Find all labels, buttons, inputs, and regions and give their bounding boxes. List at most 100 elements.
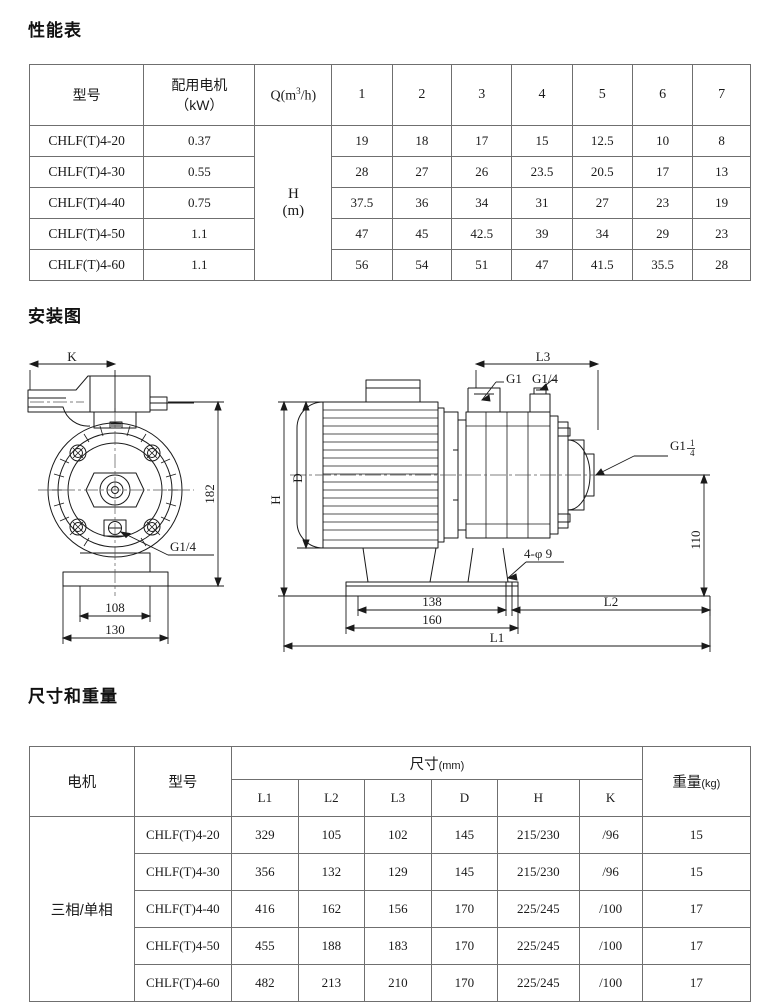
header-model: 型号: [133, 746, 233, 817]
dim-label-182: 182: [202, 484, 217, 504]
cell-head: 34: [571, 218, 633, 250]
cell-k: /100: [578, 890, 643, 928]
cell-h: 225/245: [497, 927, 580, 965]
dim-label-138: 138: [422, 594, 442, 609]
table-row: CHLF(T)4-60 482 213 210 170 225/245 /100…: [30, 964, 752, 1002]
header-motor: 电机: [29, 746, 135, 817]
cell-l2: 132: [297, 853, 366, 891]
page-title-dimensions: 尺寸和重量: [28, 687, 118, 706]
cell-d: 145: [430, 853, 499, 891]
cell-h: 225/245: [497, 890, 580, 928]
table-row: 三相/单相 CHLF(T)4-20 329 105 102 145 215/23…: [29, 816, 752, 1002]
cell-l2: 162: [297, 890, 366, 928]
dim-label-d: D: [290, 473, 305, 482]
dim-label-l3: L3: [536, 350, 550, 364]
header-flow-col-3: 3: [451, 64, 513, 126]
cell-motor-type: 三相/单相: [29, 816, 135, 1002]
cell-l1: 455: [231, 927, 299, 965]
cell-k: /100: [578, 964, 643, 1002]
header-flow-suffix: /h): [300, 88, 317, 104]
cell-head: 42.5: [451, 218, 513, 250]
table-row: CHLF(T)4-40 0.75 37.5 36 34 31 27 23 19: [28, 187, 751, 219]
header-flow-col-2: 2: [391, 64, 453, 126]
cell-head: 17: [631, 156, 694, 188]
header-flow-prefix: Q(m: [270, 88, 297, 104]
g1-fraction-denominator: 4: [690, 448, 695, 458]
cell-power: 1.1: [143, 249, 256, 281]
header-motor-power-line1: 配用电机: [171, 77, 228, 93]
header-l3: L3: [364, 779, 432, 817]
header-weight-unit: (kg): [701, 778, 721, 790]
dim-label-130: 130: [105, 622, 125, 637]
cell-head: 47: [331, 218, 393, 250]
cell-k: /100: [578, 927, 643, 965]
cell-h: 215/230: [497, 816, 580, 854]
header-l2: L2: [297, 779, 366, 817]
cell-h: 225/245: [497, 964, 580, 1002]
cell-head: 23: [631, 187, 694, 219]
header-flow-col-6: 6: [631, 64, 694, 126]
cell-head: 28: [331, 156, 393, 188]
header-h: H: [497, 779, 580, 817]
cell-d: 170: [430, 890, 499, 928]
header-size-label: 尺寸: [409, 756, 439, 773]
cell-head: 56: [331, 249, 393, 281]
table-header-row-2: L1 L2 L3 D H K: [30, 779, 751, 817]
table-row: CHLF(T)4-40 416 162 156 170 225/245 /100…: [30, 890, 752, 928]
cell-l1: 329: [231, 816, 299, 854]
dim-label-mounting-holes: 4-φ 9: [524, 546, 552, 561]
cell-head: 17: [451, 125, 513, 157]
cell-model: CHLF(T)4-40: [133, 890, 233, 928]
cell-l2: 213: [297, 964, 366, 1002]
dim-label-l2: L2: [604, 594, 618, 609]
cell-l2: 105: [297, 816, 366, 854]
cell-head: 20.5: [571, 156, 633, 188]
table-row: CHLF(T)4-30 356 132 129 145 215/230 /96 …: [30, 853, 752, 891]
cell-power: 0.55: [143, 156, 256, 188]
cell-head: 18: [391, 125, 453, 157]
head-unit: (m): [282, 203, 305, 219]
cell-weight: 15: [641, 816, 752, 854]
page-title-performance: 性能表: [28, 21, 82, 40]
header-d: D: [430, 779, 499, 817]
cell-l3: 129: [364, 853, 432, 891]
g1-fraction-numerator: 1: [690, 438, 695, 448]
cell-weight: 17: [641, 964, 752, 1002]
header-model: 型号: [28, 64, 145, 126]
cell-head: 23.5: [511, 156, 573, 188]
header-flow-col-5: 5: [571, 64, 633, 126]
table-row: CHLF(T)4-50 1.1 47 45 42.5 39 34 29 23: [28, 218, 751, 250]
cell-d: 170: [430, 964, 499, 1002]
cell-l3: 183: [364, 927, 432, 965]
cell-head: 39: [511, 218, 573, 250]
cell-head: 8: [692, 125, 751, 157]
cell-model: CHLF(T)4-40: [28, 187, 145, 219]
cell-model: CHLF(T)4-50: [133, 927, 233, 965]
table-header-row-1: 电机 型号 尺寸(mm) 重量(kg): [29, 746, 752, 817]
cell-power: 1.1: [143, 218, 256, 250]
header-weight-label: 重量: [672, 775, 702, 791]
header-motor-power: 配用电机 （kW）: [143, 64, 256, 126]
header-k: K: [578, 779, 643, 817]
cell-head: 29: [631, 218, 694, 250]
cell-model: CHLF(T)4-20: [28, 125, 145, 157]
cell-l2: 188: [297, 927, 366, 965]
cell-head: 26: [451, 156, 513, 188]
cell-model: CHLF(T)4-60: [28, 249, 145, 281]
cell-l3: 210: [364, 964, 432, 1002]
head-symbol: H: [287, 185, 299, 202]
cell-head: 36: [391, 187, 453, 219]
header-weight: 重量(kg): [641, 746, 752, 817]
dim-label-g14: G1/4: [532, 371, 559, 386]
cell-head-unit: H (m): [254, 125, 333, 281]
cell-head: 35.5: [631, 249, 694, 281]
cell-head: 23: [692, 218, 751, 250]
header-motor-power-line2: （kW）: [175, 97, 224, 113]
cell-power: 0.37: [143, 125, 256, 157]
header-flow-superscript: 3: [296, 85, 301, 96]
dim-label-g1: G1: [506, 371, 522, 386]
dim-label-l1: L1: [490, 630, 504, 645]
cell-d: 145: [430, 816, 499, 854]
cell-head: 45: [391, 218, 453, 250]
header-size-group: 尺寸(mm): [231, 746, 643, 780]
